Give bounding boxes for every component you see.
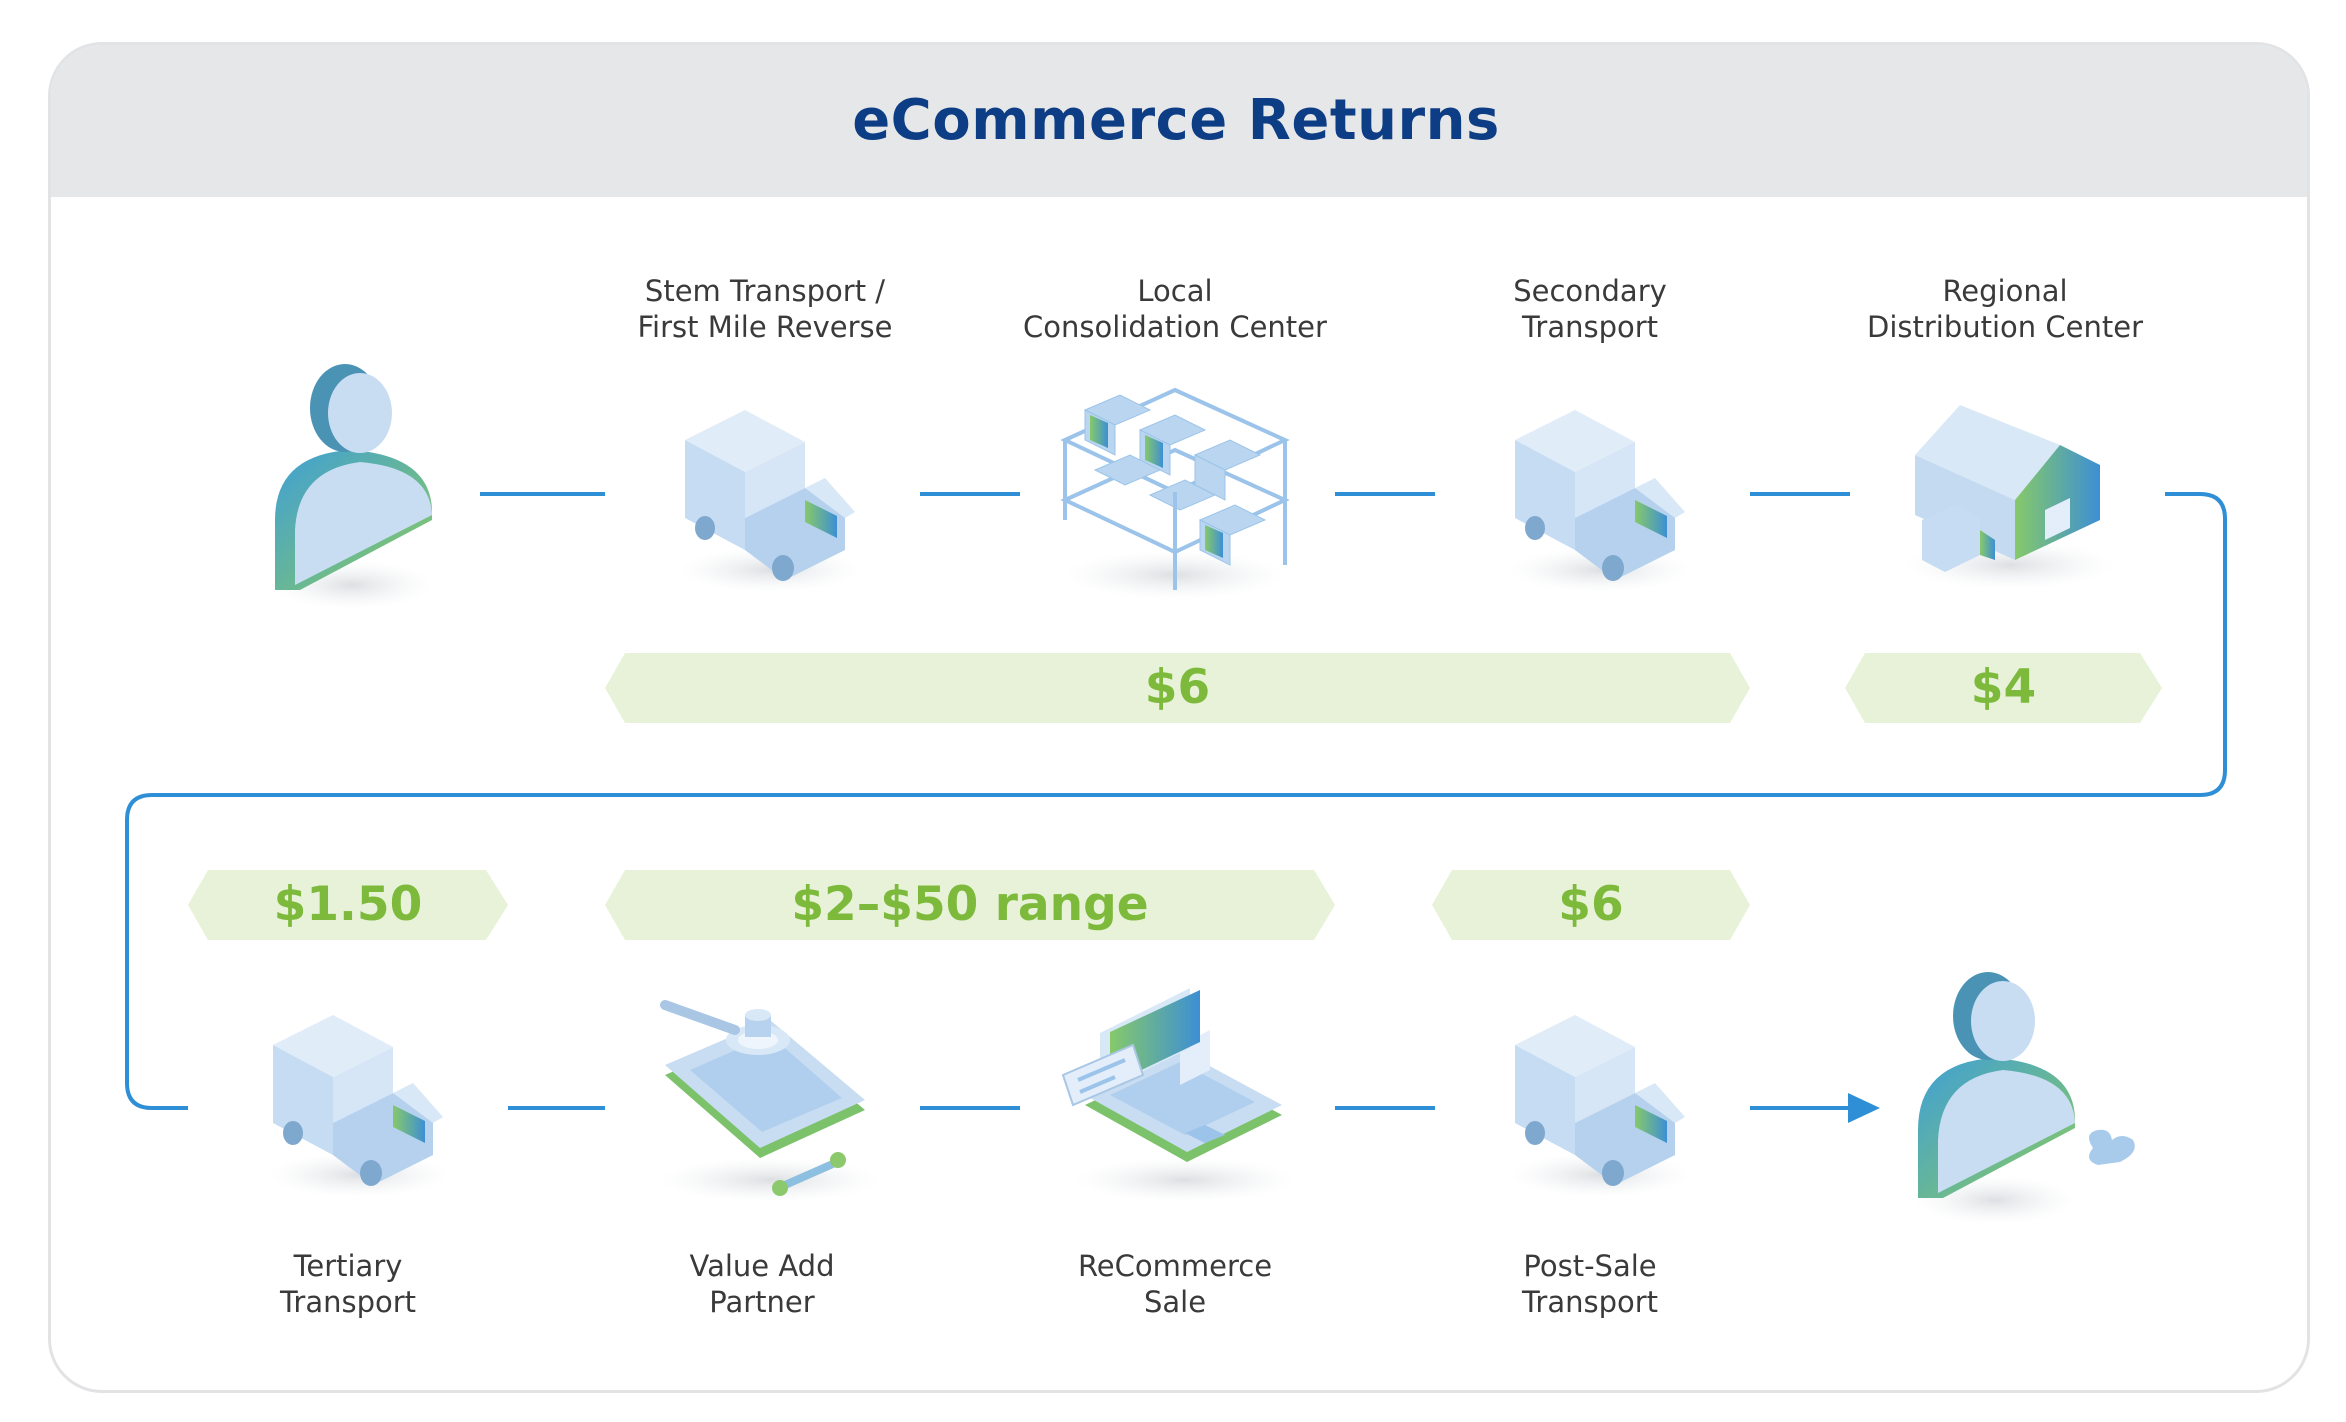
cost-label-row1-a: $6	[1144, 660, 1211, 715]
cost-band-row2-b	[605, 870, 1335, 940]
secondary-transport-truck-icon	[1510, 410, 1690, 592]
page-title: eCommerce Returns	[852, 88, 1500, 153]
step-label-stem-transport: Stem Transport /First Mile Reverse	[637, 274, 893, 344]
cost-band-row1-a	[605, 653, 1750, 723]
arrow-head-icon	[1848, 1093, 1880, 1123]
cost-label-row2-a: $1.50	[273, 877, 423, 932]
customer-person-icon	[272, 364, 432, 609]
regional-warehouse-icon	[1905, 405, 2115, 589]
cost-label-row2-b: $2–$50 range	[791, 877, 1149, 932]
value-add-phone-repair-icon	[660, 1000, 880, 1202]
cost-band-row2-a	[188, 870, 508, 940]
consolidation-shelves-icon	[1060, 387, 1290, 599]
post-sale-transport-truck-icon	[1510, 1015, 1690, 1197]
tertiary-transport-truck-icon	[268, 1015, 448, 1197]
heart-icon	[2089, 1129, 2135, 1165]
cost-band-row1-b	[1845, 653, 2162, 723]
cost-band-row2-c	[1432, 870, 1750, 940]
recommerce-laptop-icon	[1061, 988, 1295, 1202]
return-loop-connector	[125, 492, 2227, 1110]
cost-label-row2-c: $6	[1558, 877, 1624, 932]
header-bar	[51, 45, 2307, 197]
end-customer-person-icon	[1915, 972, 2075, 1224]
stem-transport-truck-icon	[680, 410, 860, 592]
cost-label-row1-b: $4	[1970, 660, 2037, 715]
